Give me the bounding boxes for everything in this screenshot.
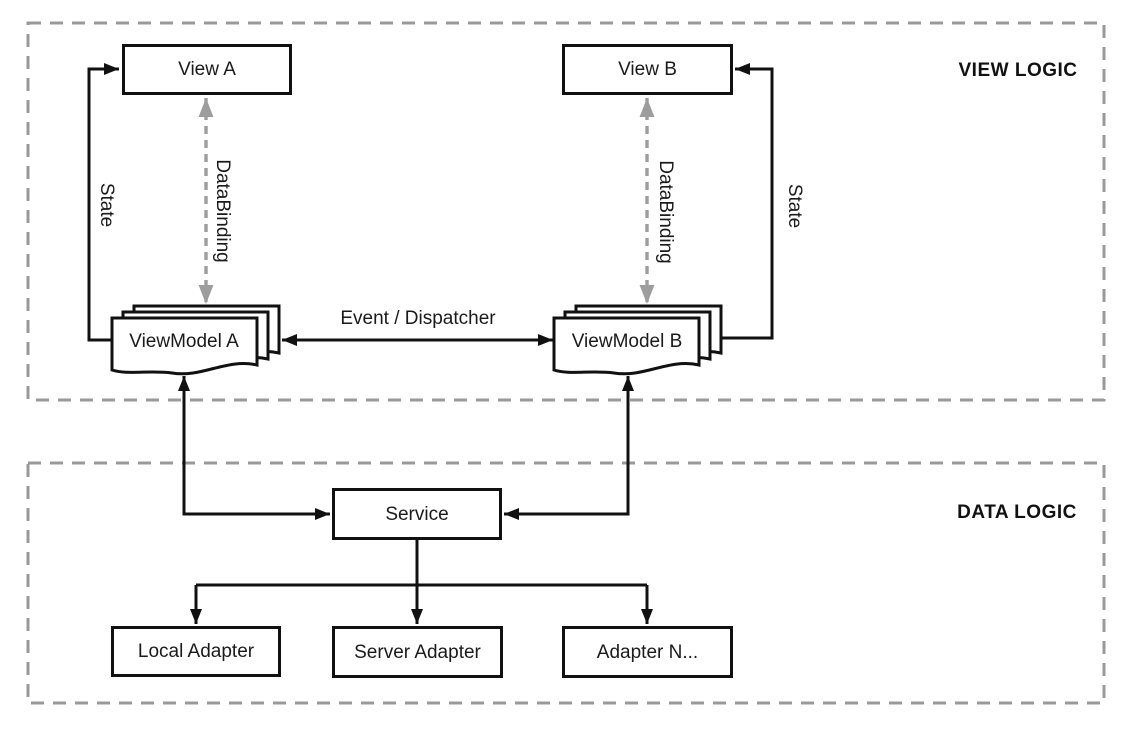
viewmodel-b-stack (552, 304, 723, 376)
edge-label-state-left: State (96, 182, 117, 228)
viewmodel-a-sheet-front (110, 316, 259, 376)
node-adapter-n-label: Adapter N... (596, 641, 699, 663)
node-adapter-n: Adapter N... (562, 626, 733, 678)
edge-label-state-right: State (784, 183, 805, 229)
node-view-a-label: View A (178, 59, 236, 80)
viewmodel-a-stack (110, 304, 281, 376)
edge-viewmodel-a-service (178, 376, 330, 520)
node-local-adapter: Local Adapter (111, 626, 281, 677)
viewmodel-b-sheet-front (552, 316, 701, 376)
edge-label-event-dispatcher: Event / Dispatcher (340, 308, 496, 329)
node-service-label: Service (385, 503, 449, 525)
node-server-adapter-label: Server Adapter (354, 641, 481, 663)
node-service: Service (332, 488, 502, 540)
edge-state-viewmodel-b-to-view-b (721, 63, 774, 340)
edge-service-fanout-bus (196, 540, 647, 587)
node-view-a: View A (122, 44, 292, 95)
edge-state-viewmodel-a-to-view-a (87, 63, 119, 342)
edge-label-databinding-left: DataBinding (212, 159, 233, 263)
edge-viewmodel-b-service (504, 376, 634, 520)
node-local-adapter-label: Local Adapter (137, 641, 255, 662)
data-logic-region-label: DATA LOGIC (957, 502, 1077, 523)
node-view-b: View B (562, 44, 733, 95)
edge-label-databinding-right: DataBinding (655, 160, 676, 264)
node-viewmodel-b-label: ViewModel B (571, 331, 683, 352)
node-viewmodel-a-label: ViewModel A (129, 331, 239, 352)
view-logic-region-label: VIEW LOGIC (958, 60, 1078, 81)
node-view-b-label: View B (618, 59, 677, 80)
node-server-adapter: Server Adapter (332, 626, 503, 678)
